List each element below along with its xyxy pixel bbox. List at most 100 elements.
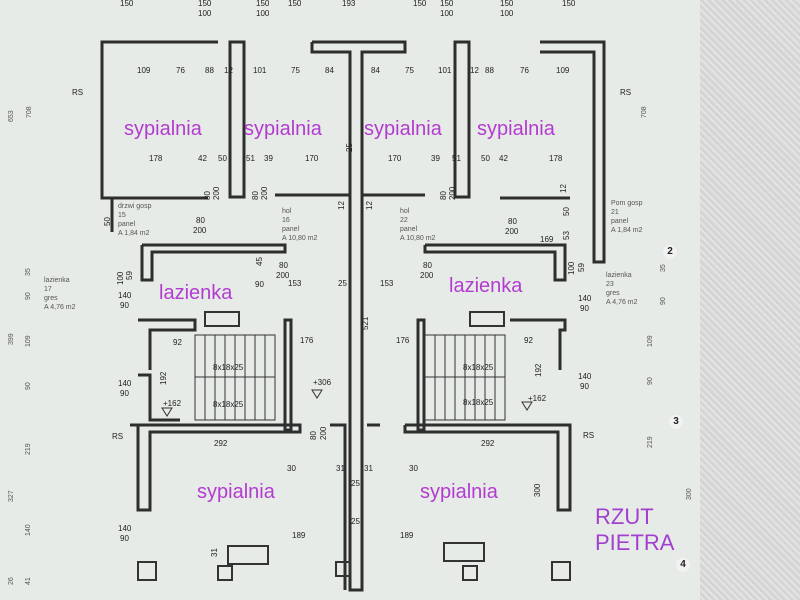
stair-spec: 8x18x25 — [463, 363, 494, 372]
rs-label: RS — [72, 88, 84, 97]
dimension: 169 — [540, 235, 554, 244]
dimension: 50 — [103, 217, 112, 226]
dimension: 150 — [500, 0, 514, 8]
margin-dimension: 90 — [660, 297, 667, 305]
dimension: 53 — [562, 231, 571, 240]
drawing-title-line1: RZUT — [595, 504, 654, 529]
margin-dimension: 708 — [26, 106, 33, 118]
wall — [138, 373, 180, 422]
dimension: 140 — [118, 291, 132, 300]
room-label-bedroom: sypialnia — [420, 481, 498, 503]
margin-dimension: 708 — [641, 106, 648, 118]
door-height: 200 — [505, 227, 519, 236]
dimension: 140 — [118, 379, 132, 388]
dimension: 109 — [556, 66, 570, 75]
rs-label: RS — [112, 432, 124, 441]
dimension: 90 — [120, 389, 129, 398]
wall — [283, 318, 293, 432]
margin-dimension: 219 — [25, 443, 32, 455]
dimension: 100 — [500, 9, 514, 18]
room-info: Pom gosp 21 panel A 1,84 m2 — [611, 200, 643, 234]
door-width: 80 — [203, 191, 212, 200]
margin-dimension: 300 — [686, 488, 693, 500]
dimension: 12 — [337, 201, 346, 210]
dimension: 50 — [481, 154, 490, 163]
level-label: +162 — [163, 399, 182, 408]
level-marker — [521, 401, 533, 411]
margin-dimension: 41 — [25, 577, 32, 585]
door-width: 80 — [196, 216, 205, 225]
dimension: 76 — [520, 66, 529, 75]
dimension: 292 — [481, 439, 495, 448]
room-info: hol 16 panel A 10,80 m2 — [282, 208, 318, 242]
dimension: 39 — [431, 154, 440, 163]
room-label-bathroom: lazienka — [159, 282, 233, 304]
door-width: 80 — [309, 431, 318, 440]
dimension: 30 — [287, 464, 296, 473]
margin-dimension: 90 — [25, 382, 32, 390]
dimension: 30 — [409, 464, 418, 473]
wall — [140, 243, 287, 282]
dimension: 51 — [246, 154, 255, 163]
dimension: 192 — [534, 363, 543, 377]
level-label: +162 — [528, 394, 547, 403]
dimension: 100 — [256, 9, 270, 18]
dimension: 150 — [120, 0, 134, 8]
dimension: 12 — [470, 66, 479, 75]
wall — [423, 243, 567, 282]
room-info: lazienka 17 gres A 4,76 m2 — [44, 277, 76, 311]
dimension: 109 — [137, 66, 151, 75]
dimension: 170 — [305, 154, 319, 163]
dimension: 59 — [125, 271, 134, 280]
dimension: 521 — [361, 316, 370, 330]
dimension: 153 — [288, 279, 302, 288]
margin-dimension: 26 — [8, 577, 15, 585]
dimension: 101 — [253, 66, 267, 75]
rs-label: RS — [620, 88, 632, 97]
dimension: 178 — [549, 154, 563, 163]
margin-dimension: 219 — [647, 436, 654, 448]
dimension: 92 — [524, 336, 533, 345]
margin-dimension: 90 — [25, 292, 32, 300]
stair-spec: 8x18x25 — [463, 398, 494, 407]
wall — [228, 40, 246, 199]
dimension: 150 — [440, 0, 454, 8]
dimension: 42 — [198, 154, 207, 163]
wall — [416, 318, 426, 432]
dimension: 59 — [577, 263, 586, 272]
wall — [540, 40, 606, 264]
wall — [403, 423, 572, 512]
dimension: 192 — [159, 371, 168, 385]
room-label-bedroom: sypialnia — [477, 118, 555, 140]
wall — [138, 318, 197, 370]
vent-shaft — [443, 542, 485, 562]
margin-dimension: 109 — [647, 335, 654, 347]
dimension: 150 — [413, 0, 427, 8]
dimension: 75 — [405, 66, 414, 75]
column — [137, 561, 157, 581]
dimension: 90 — [255, 280, 264, 289]
door-width: 80 — [439, 191, 448, 200]
room-label-bedroom: sypialnia — [244, 118, 322, 140]
dimension: 150 — [562, 0, 576, 8]
door-height: 200 — [420, 271, 434, 280]
room-label-bedroom: sypialnia — [197, 481, 275, 503]
column — [462, 565, 478, 581]
door-width: 80 — [279, 261, 288, 270]
dimension: 12 — [365, 201, 374, 210]
dimension: 100 — [567, 261, 576, 275]
wall — [130, 423, 302, 512]
dimension: 153 — [380, 279, 394, 288]
door-height: 200 — [448, 186, 457, 200]
vent-shaft — [204, 311, 240, 327]
room-label-bedroom: sypialnia — [124, 118, 202, 140]
column — [551, 561, 571, 581]
wall — [453, 40, 471, 199]
wall — [100, 40, 218, 232]
drawing-title-line2: PIETRA — [595, 530, 675, 555]
door-height: 200 — [319, 426, 328, 440]
door-height: 200 — [212, 186, 221, 200]
margin-dimension: 653 — [8, 110, 15, 122]
dimension: 193 — [342, 0, 356, 8]
